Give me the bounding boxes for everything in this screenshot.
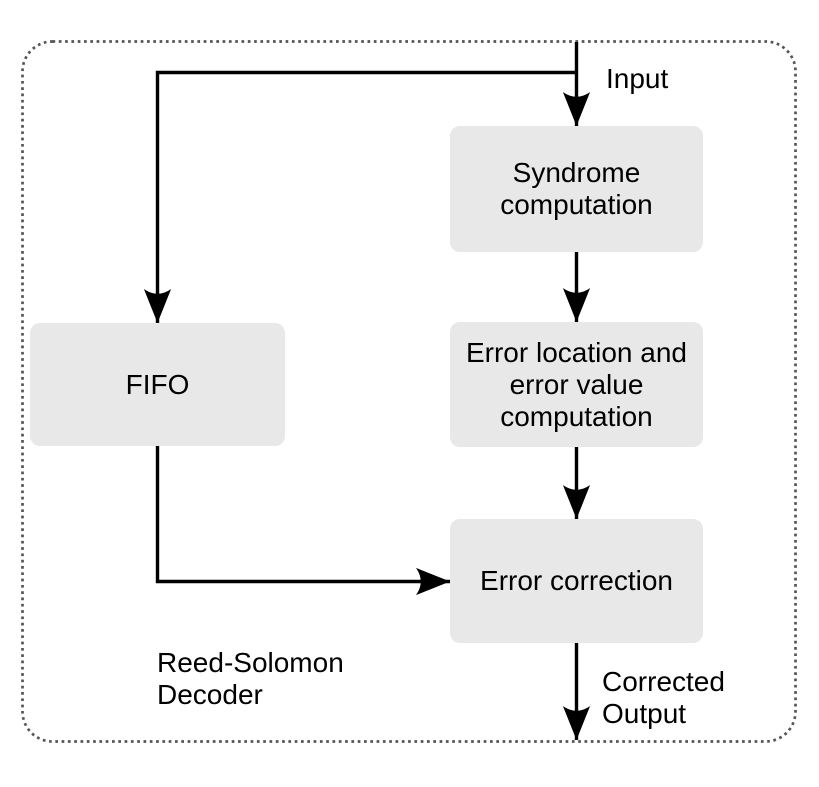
- node-syndrome-computation: Syndrome computation: [450, 126, 703, 252]
- edge-fifo-errorcorrection: [155, 446, 450, 596]
- decoder-boundary: [21, 40, 797, 743]
- node-error-correction: Error correction: [450, 519, 703, 643]
- node-fifo: FIFO: [30, 323, 285, 446]
- label-corrected-output: Corrected Output: [602, 666, 725, 729]
- label-input: Input: [606, 63, 669, 94]
- node-error-location-value-computation: Error location and error value computati…: [450, 322, 703, 447]
- edge-input-fifo: [143, 70, 577, 323]
- label-reed-solomon-decoder: Reed-Solomon Decoder: [157, 647, 344, 710]
